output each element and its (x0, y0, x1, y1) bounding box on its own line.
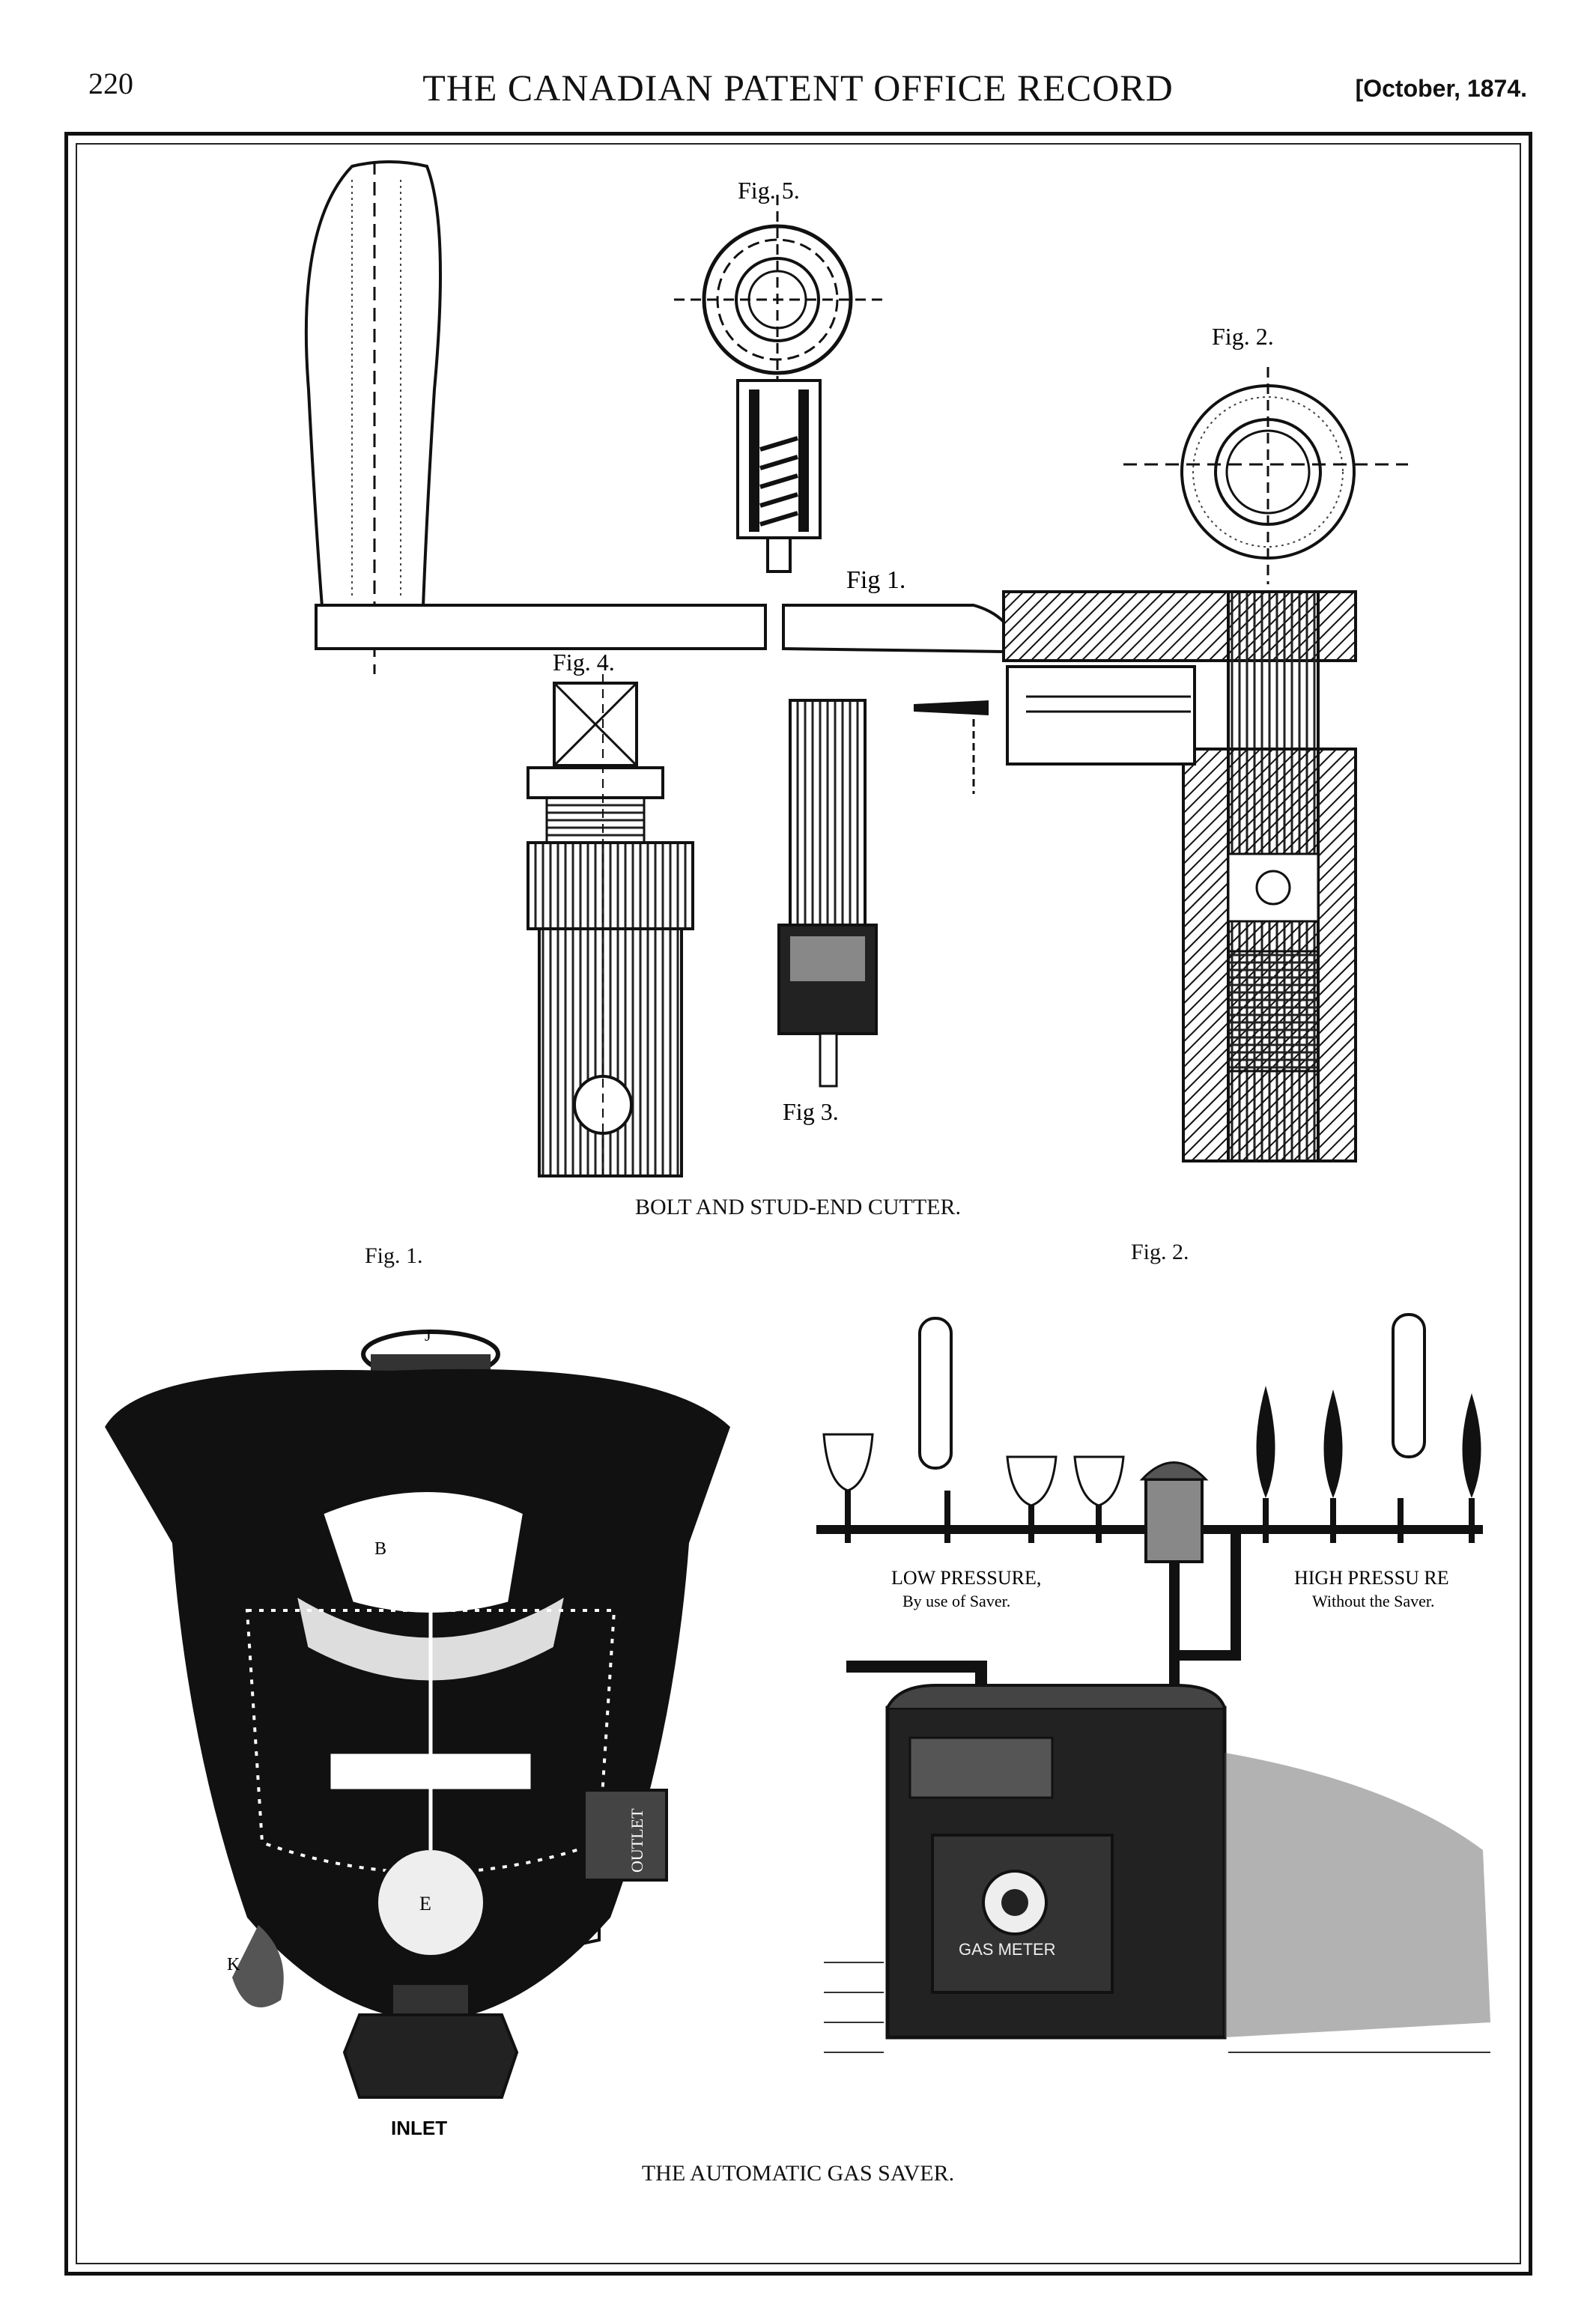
gas-saver-fig2-label: Fig. 2. (1131, 1240, 1189, 1264)
fig1-top-label: Fig 1. (846, 566, 905, 594)
label-e: E (419, 1893, 431, 1915)
bolt-cutter-handle (304, 160, 1005, 674)
journal-title: THE CANADIAN PATENT OFFICE RECORD (422, 67, 1174, 109)
high-pressure-label: HIGH PRESSU RE (1294, 1567, 1449, 1589)
gas-saver-caption: THE AUTOMATIC GAS SAVER. (641, 2161, 955, 2186)
issue-date: [October, 1874. (1355, 75, 1527, 102)
fig4-label: Fig. 4. (553, 649, 615, 676)
plate-border-inner (76, 143, 1521, 2264)
label-j: J (425, 1326, 431, 1345)
fig3-die (777, 699, 878, 1088)
fig4-die-holder (527, 674, 694, 1183)
label-inlet: INLET (391, 2117, 447, 2139)
label-k: K (227, 1955, 240, 1974)
fig2-collar (1123, 367, 1408, 584)
gas-saver-fig1-label: Fig. 1. (365, 1243, 423, 1268)
fig3-label: Fig 3. (783, 1098, 839, 1125)
low-pressure-sub: By use of Saver. (902, 1592, 1010, 1610)
high-pressure-sub: Without the Saver. (1312, 1592, 1434, 1610)
low-pressure-label: LOW PRESSURE, (891, 1567, 1041, 1589)
gas-saver-demo (816, 1313, 1490, 2053)
gas-saver-cutaway (105, 1330, 730, 2099)
fig5-label: Fig. 5. (738, 177, 800, 204)
bolt-cutter-caption: BOLT AND STUD-END CUTTER. (634, 1195, 961, 1219)
fig1-cutter-head (914, 590, 1357, 1162)
fig2-top-label: Fig. 2. (1212, 323, 1274, 350)
label-b: B (374, 1539, 386, 1559)
plate-border-outer (64, 132, 1532, 2276)
meter-label: GAS METER (959, 1940, 1056, 1959)
page-number: 220 (88, 67, 133, 100)
fig5-gear (674, 195, 884, 573)
label-outlet: OUTLET (628, 1808, 646, 1873)
